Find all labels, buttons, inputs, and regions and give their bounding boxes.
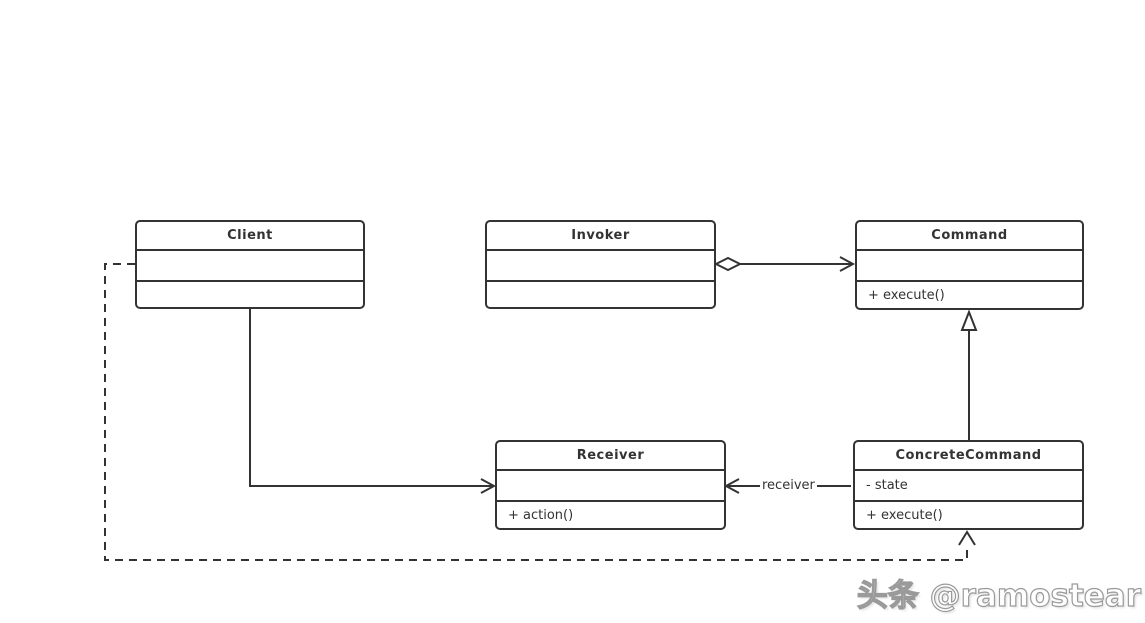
class-box-receiver: Receiver + action()	[495, 440, 726, 530]
method-label: + action()	[508, 507, 574, 523]
class-title: Client	[137, 222, 363, 251]
edge-association-client-receiver	[249, 309, 497, 494]
class-methods: + execute()	[857, 282, 1082, 308]
class-title: ConcreteCommand	[855, 442, 1082, 471]
edge-inheritance-concretecommand-command	[960, 309, 978, 441]
class-box-command: Command + execute()	[855, 220, 1084, 310]
class-box-concretecommand: ConcreteCommand - state + execute()	[853, 440, 1084, 530]
class-title: Receiver	[497, 442, 724, 471]
watermark-text: 头条 @ramostear	[856, 577, 1141, 614]
class-attributes-empty	[857, 251, 1082, 282]
class-title: Invoker	[487, 222, 714, 251]
class-methods-empty	[137, 282, 363, 307]
class-attributes: - state	[855, 471, 1082, 502]
class-methods-empty	[487, 282, 714, 307]
method-label: + execute()	[868, 287, 945, 303]
edge-label-receiver: receiver	[760, 478, 817, 494]
class-attributes-empty	[487, 251, 714, 282]
class-methods: + execute()	[855, 502, 1082, 528]
edge-aggregation-invoker-command	[713, 256, 856, 272]
attribute-label: - state	[866, 478, 908, 493]
class-methods: + action()	[497, 502, 724, 528]
class-title: Command	[857, 222, 1082, 251]
class-attributes-empty	[137, 251, 363, 282]
class-box-client: Client	[135, 220, 365, 309]
class-box-invoker: Invoker	[485, 220, 716, 309]
method-label: + execute()	[866, 507, 943, 523]
class-attributes-empty	[497, 471, 724, 502]
